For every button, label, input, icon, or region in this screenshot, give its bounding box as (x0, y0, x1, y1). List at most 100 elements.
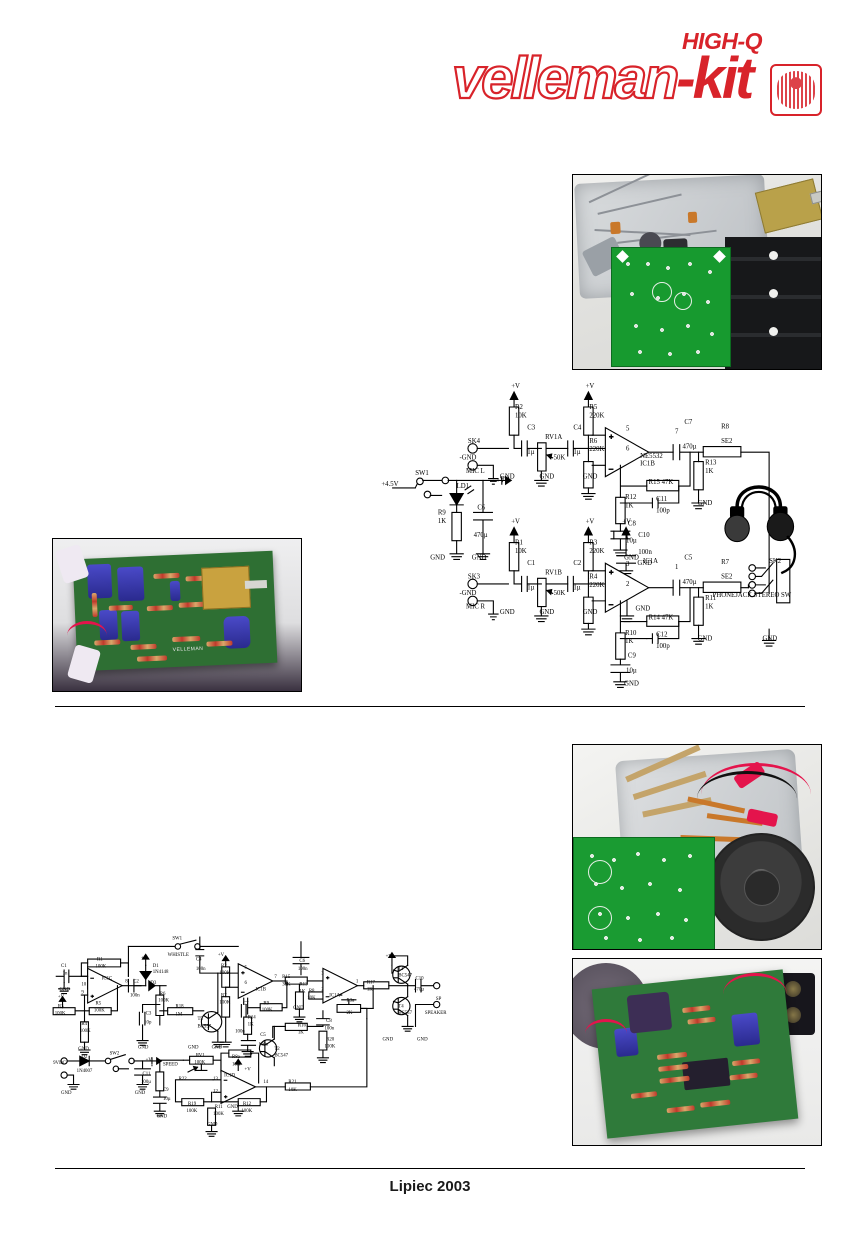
component-label: 1µ (573, 585, 580, 592)
component-label: R7 (721, 559, 730, 566)
component-label: RV1A (545, 434, 562, 441)
component-label: R22 (179, 1077, 188, 1082)
component-label: 1K (248, 1023, 254, 1028)
component-label: 2 (321, 987, 324, 992)
component-label: R7 (221, 994, 227, 999)
component-label: 100K (94, 1009, 105, 1014)
component-label: 10p (144, 1020, 152, 1025)
photo-assembled-board-stereo-amp: VELLEMAN (52, 538, 302, 692)
component-label: 100n (130, 994, 140, 999)
component-label: SPEED (163, 1063, 178, 1068)
component-label: 100K (194, 1060, 205, 1065)
component-label: 100K (241, 1109, 252, 1114)
component-label: C3 (527, 425, 536, 432)
component-label: R9 (263, 1002, 269, 1007)
component-label: 1K (705, 468, 713, 475)
schematic-whistle-siren: – + (50, 936, 447, 1155)
component-label: PHONEJACK STEREO SW (713, 592, 792, 599)
component-label: BC557 (197, 1024, 211, 1029)
component-label: R6 (160, 992, 166, 997)
component-label: R14 (248, 1016, 257, 1021)
component-label: R8 (309, 989, 315, 994)
component-label: 10µ (626, 667, 637, 674)
component-label: 10K (288, 1088, 297, 1093)
component-label: R17 (367, 980, 376, 985)
component-label: 8 (125, 980, 128, 985)
component-label: +V (146, 1058, 153, 1063)
potentiometer (201, 565, 268, 610)
component-label: GND (157, 1114, 168, 1119)
component-label: 1µ (573, 449, 580, 456)
component-label: 13 (213, 1077, 218, 1082)
photo-kit-contents-stereo-amp (572, 174, 822, 370)
component-label: GND (624, 681, 639, 688)
component-label: +V (586, 519, 595, 526)
component-label: 50K (554, 455, 566, 462)
component-label: SE2 (721, 438, 733, 445)
component-label: GND (500, 609, 515, 616)
component-label: 33K (282, 983, 291, 988)
component-label: R2 (515, 404, 524, 411)
component-label: 220K (589, 582, 604, 589)
loudspeaker (707, 833, 815, 941)
component-label: C8 (326, 1019, 332, 1024)
svg-text:–: – (240, 990, 244, 996)
component-label: 10K (515, 548, 527, 555)
component-label: 470µ (414, 987, 424, 992)
component-label: RV1B (545, 570, 562, 577)
component-label: GND (59, 987, 70, 992)
component-label: 470µ (683, 579, 697, 586)
component-label: +V (496, 477, 505, 484)
component-label: GND (212, 1045, 223, 1050)
component-label: R2 (221, 964, 227, 969)
component-label: D3 (150, 981, 157, 986)
component-label: BC557 (398, 1011, 412, 1016)
component-label: 1µ (527, 585, 534, 592)
component-label: +V (586, 383, 595, 390)
component-label: R5 (589, 404, 598, 411)
component-label: GND (472, 554, 487, 561)
component-label: IC1D (224, 1074, 235, 1079)
component-label: R5 (95, 1002, 101, 1007)
component-label: 100µ (141, 1080, 151, 1085)
component-label: GND (763, 635, 778, 642)
pcb-assembled-stereo-amp: VELLEMAN (72, 550, 278, 672)
component-label: 9 (81, 991, 84, 996)
component-label: +V (511, 383, 520, 390)
component-label: GND (207, 1122, 218, 1127)
schematic-stereo-mic-headphone-amp: + – (381, 383, 830, 695)
component-label: 100K (262, 1008, 273, 1013)
component-label: SP (436, 997, 442, 1002)
component-label: 10µ (626, 538, 637, 545)
schematic-stereo-labels: +V+VR210KR5220KSK4C31µRV1A50KC41µR6220K-… (381, 383, 791, 687)
component-label: GND (500, 474, 515, 481)
component-label: 12 (213, 1089, 218, 1094)
photo-assembled-board-siren (572, 958, 822, 1146)
component-label: R16 (298, 1023, 307, 1028)
component-label: R10 (625, 630, 637, 637)
component-label: IC1B (255, 987, 266, 992)
component-label: 1K (625, 503, 633, 510)
component-label: +V (141, 956, 148, 961)
component-label: 100n (259, 1042, 269, 1047)
component-label: C7 (243, 1002, 249, 1007)
component-label: C10 (415, 976, 424, 981)
component-label: R12 (243, 1102, 252, 1107)
component-label: D2 (81, 1055, 88, 1060)
component-label: GND (637, 560, 652, 567)
component-label: RV1 (196, 1053, 205, 1058)
svg-text:–: – (325, 994, 329, 1000)
component-label: 1K (299, 990, 305, 995)
component-label: BC547 (398, 973, 412, 978)
component-label: SK3 (468, 573, 481, 580)
component-label: 470µ (683, 443, 697, 450)
pcb-silkscreen-text: VELLEMAN (172, 645, 204, 654)
component-label: 1K (298, 1031, 304, 1036)
component-label: GND (227, 1105, 238, 1110)
component-label: 6 (626, 445, 630, 452)
component-label: 470µ (474, 532, 488, 539)
footer-date: Lipiec 2003 (389, 1178, 471, 1195)
component-label: 100K (55, 1012, 66, 1017)
component-label: R6 (589, 438, 598, 445)
component-label: 1M (175, 1012, 182, 1017)
